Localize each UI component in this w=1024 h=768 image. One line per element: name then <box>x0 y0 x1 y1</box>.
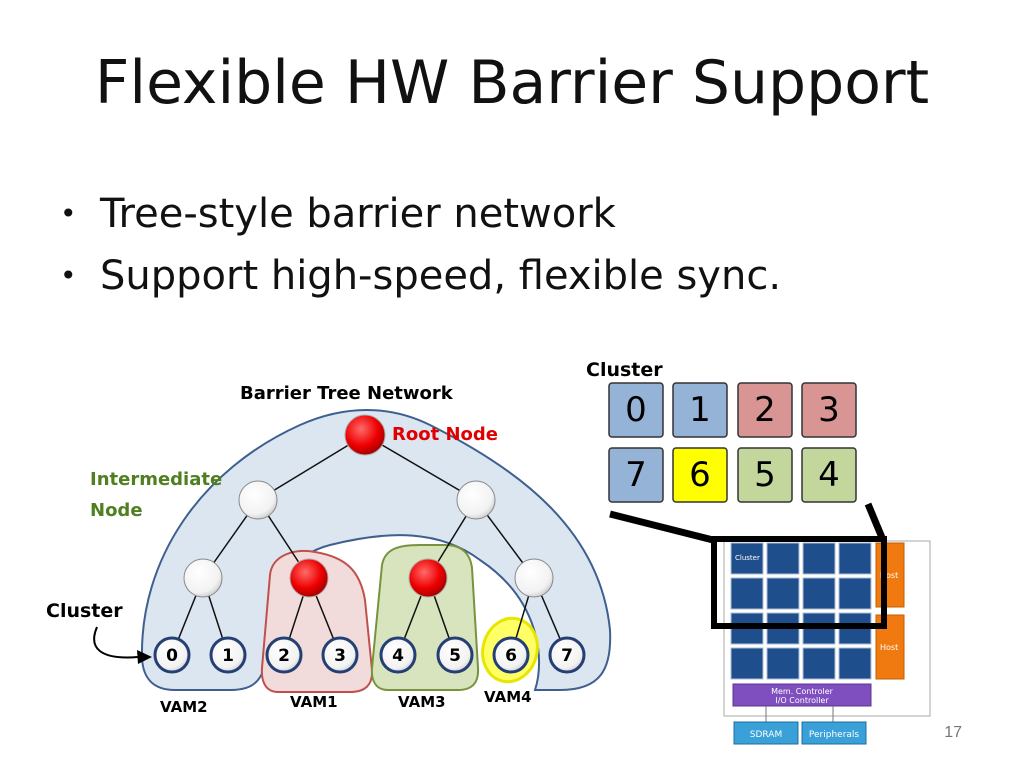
leaf-label: 0 <box>166 646 178 666</box>
root-node <box>344 414 386 456</box>
cluster-cell-label: 1 <box>689 390 711 430</box>
intermediate-node-label: Intermediate <box>90 469 222 490</box>
peripherals-block <box>801 721 867 745</box>
cluster-cell <box>608 382 664 438</box>
controller-label: Mem. Controler <box>771 687 834 696</box>
cluster-cell-label: 7 <box>625 455 647 495</box>
cluster-cell-label: 0 <box>625 390 647 430</box>
cluster-cell-label: 6 <box>689 455 711 495</box>
leaf-nodes: 0 1 2 3 4 5 6 7 <box>153 636 586 674</box>
bullet-item: • Support high-speed, flexible sync. <box>60 245 781 307</box>
intermediate-node <box>238 480 278 520</box>
vam1-root-node <box>289 558 329 598</box>
cluster-cell-label: 2 <box>754 390 776 430</box>
leaf-label: 2 <box>278 646 290 666</box>
zoom-highlight-box <box>711 536 887 629</box>
bullet-item: • Tree-style barrier network <box>60 183 781 245</box>
intermediate-node <box>183 558 223 598</box>
leaf-node <box>436 636 474 674</box>
leaf-label: 3 <box>334 646 346 666</box>
cluster-label: Cluster <box>46 600 123 622</box>
cluster-cell <box>737 447 793 503</box>
bullet-list: • Tree-style barrier network • Support hig… <box>60 183 781 307</box>
chip-cluster-label: Cluster <box>735 554 760 562</box>
root-node-label: Root Node <box>392 424 498 445</box>
zoom-line <box>864 502 887 542</box>
vam3-root-node <box>408 558 448 598</box>
zoom-line <box>609 510 714 544</box>
cluster-cell <box>672 447 728 503</box>
peripherals-label: Peripherals <box>809 730 860 740</box>
page-number: 17 <box>944 724 962 741</box>
cluster-cell <box>737 382 793 438</box>
sdram-block <box>733 721 799 745</box>
leaf-node <box>153 636 191 674</box>
tree-heading: Barrier Tree Network <box>240 383 454 404</box>
cluster-cell <box>801 447 857 503</box>
intermediate-node-label: Node <box>90 500 143 521</box>
controller-label: I/O Controller <box>775 696 829 705</box>
vam-label: VAM4 <box>484 688 532 706</box>
cluster-grid-label: Cluster <box>586 359 663 381</box>
intermediate-node <box>456 480 496 520</box>
bullet-text: Support high-speed, flexible sync. <box>100 253 782 299</box>
cluster-arrow <box>93 626 139 659</box>
leaf-node <box>379 636 417 674</box>
vam-label: VAM3 <box>398 693 446 711</box>
vam-label: VAM1 <box>290 693 338 711</box>
leaf-node <box>321 636 359 674</box>
leaf-node <box>548 636 586 674</box>
controller-block <box>732 683 872 707</box>
host-block <box>875 542 905 608</box>
leaf-label: 6 <box>505 646 517 666</box>
vam-label: VAM2 <box>160 698 208 716</box>
cluster-cell <box>801 382 857 438</box>
leaf-node <box>265 636 303 674</box>
leaf-label: 5 <box>449 646 461 666</box>
host-label: Host <box>880 643 898 652</box>
leaf-label: 1 <box>222 646 234 666</box>
cluster-cell-label: 3 <box>818 390 840 430</box>
slide-title: Flexible HW Barrier Support <box>94 48 930 118</box>
leaf-label: 4 <box>392 646 404 666</box>
bullet-text: Tree-style barrier network <box>100 191 616 237</box>
cluster-cell <box>608 447 664 503</box>
cluster-cell-label: 4 <box>818 455 840 495</box>
sdram-label: SDRAM <box>750 730 782 740</box>
arrow-head-icon <box>137 650 152 664</box>
leaf-label: 7 <box>561 646 573 666</box>
leaf-node <box>209 636 247 674</box>
bullet-dot-icon: • <box>60 197 77 230</box>
cluster-cell-label: 5 <box>754 455 776 495</box>
intermediate-node <box>514 558 554 598</box>
cluster-cell <box>672 382 728 438</box>
bullet-dot-icon: • <box>60 259 77 292</box>
leaf-node <box>492 636 530 674</box>
host-label: Host <box>880 571 898 580</box>
